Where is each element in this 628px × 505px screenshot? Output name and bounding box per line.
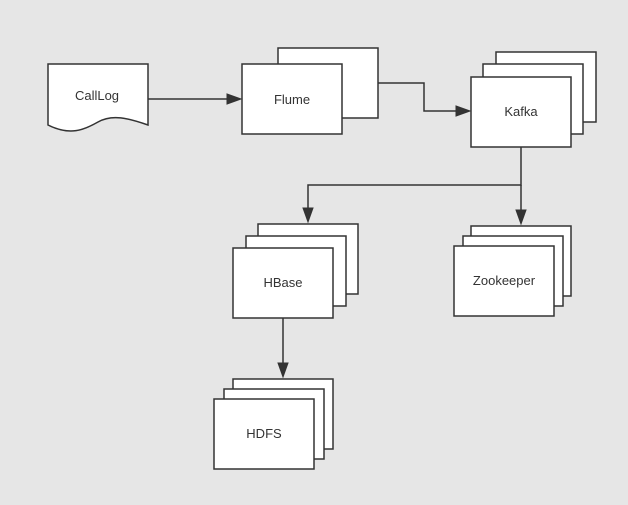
edge-calllog-to-flume <box>148 93 243 105</box>
edge-kafka-to-zookeeper <box>515 185 527 226</box>
node-calllog[interactable]: CallLog <box>47 63 149 132</box>
arrow-head <box>302 207 314 224</box>
node-label-flume: Flume <box>274 92 310 107</box>
node-label-hbase: HBase <box>263 275 302 290</box>
document-shape <box>47 63 149 132</box>
node-zookeeper[interactable]: Zookeeper <box>453 225 572 317</box>
arrow-head <box>515 209 527 226</box>
node-label-hdfs: HDFS <box>246 426 282 441</box>
edge-hbase-to-hdfs <box>277 318 289 379</box>
arrow-head <box>277 362 289 379</box>
arrow-head <box>455 105 472 117</box>
node-kafka[interactable]: Kafka <box>470 51 597 148</box>
node-label-zookeeper: Zookeeper <box>473 273 536 288</box>
node-label-kafka: Kafka <box>504 104 538 119</box>
stack-layer-front <box>213 398 315 470</box>
node-flume[interactable]: Flume <box>241 47 379 135</box>
edge-kafka-to-hbase <box>302 147 522 224</box>
connector-line <box>378 82 457 112</box>
edge-flume-to-kafka <box>378 82 472 117</box>
node-hbase[interactable]: HBase <box>232 223 359 319</box>
stack-layer-front <box>232 247 334 319</box>
stack-layer-front <box>453 245 555 317</box>
connector-line <box>307 147 522 209</box>
node-label-calllog: CallLog <box>75 88 119 103</box>
arrow-head <box>226 93 243 105</box>
node-hdfs[interactable]: HDFS <box>213 378 334 470</box>
stack-layer-front <box>470 76 572 148</box>
